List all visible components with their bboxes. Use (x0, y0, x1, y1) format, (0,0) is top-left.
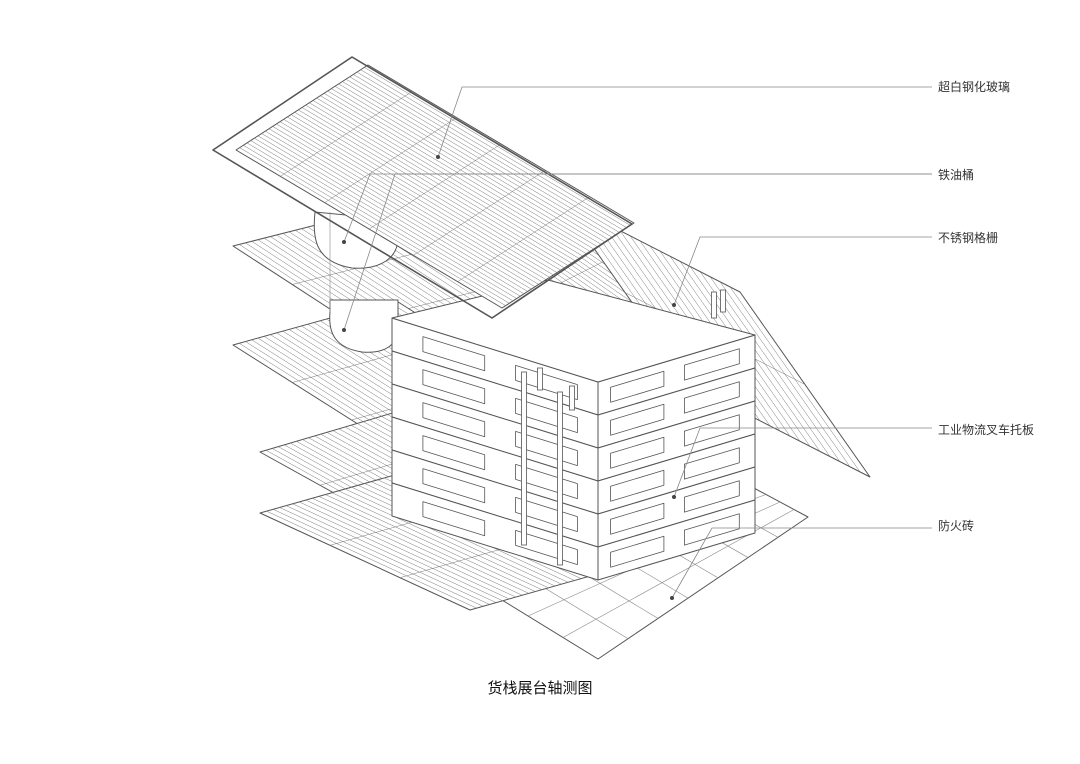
grating-bottom-left-slat (266, 510, 477, 609)
label-grating: 不锈钢格栅 (938, 231, 999, 245)
pallet-opening (610, 535, 665, 568)
leader-pallet-dot (672, 495, 676, 499)
pallet-opening (422, 336, 486, 372)
label-barrel: 铁油桶 (938, 168, 975, 182)
leader-barrel-dot (342, 240, 346, 244)
glass-grating (235, 64, 635, 309)
leader-lines (342, 86, 932, 600)
pipes (521, 289, 726, 566)
pallet-1 (391, 317, 756, 416)
leader-barrel-2 (343, 173, 932, 331)
glass-outline (212, 56, 633, 319)
label-brick: 防火砖 (938, 519, 975, 533)
grating-bottom-left-slat (279, 507, 490, 605)
pallet-6 (391, 482, 756, 581)
pallet-opening (684, 480, 740, 513)
grating-bottom-left-slat (305, 499, 516, 598)
grating-bottom-left-slat (292, 503, 503, 601)
grating-bottom-left-slat (299, 501, 510, 600)
grating-bottom-left-slat (318, 496, 529, 594)
pallet-opening (684, 381, 740, 414)
pallet-opening (422, 402, 486, 438)
glass-grating-bar (324, 117, 457, 203)
pipe (521, 371, 527, 546)
pallet-opening (422, 435, 486, 471)
glass-grating-bar (280, 91, 413, 177)
pallet-opening (684, 414, 740, 447)
pallet-opening (610, 436, 665, 469)
grating-bottom-left-slat (312, 498, 523, 596)
leader-grating-dot (672, 303, 676, 307)
leader-grating (673, 236, 932, 306)
pallet-3 (391, 383, 756, 482)
glass-grating-bar (457, 196, 590, 282)
pallet-opening (684, 513, 740, 546)
grating-bottom-left-slat (286, 505, 497, 603)
pallet-opening (684, 348, 740, 381)
pallet-opening (610, 370, 665, 403)
pallet-opening (610, 502, 665, 535)
pallet-opening (422, 468, 486, 504)
leader-pallet (673, 427, 932, 498)
grating-bottom-left-slat (325, 494, 536, 592)
leader-glass-dot (436, 155, 440, 159)
leader-brick-dot (670, 596, 674, 600)
pallet-opening (422, 501, 486, 537)
tempered-glass-panel (212, 56, 635, 319)
diagram-title: 货栈展台轴测图 (487, 679, 593, 697)
pallet-stack (391, 279, 756, 581)
pallet-4 (391, 416, 756, 515)
leader-brick (671, 527, 932, 599)
pallet-opening (422, 369, 486, 405)
label-glass: 超白钢化玻璃 (938, 80, 1011, 94)
pipe (537, 367, 543, 391)
glass-grating-bar (413, 170, 546, 256)
pipe (569, 385, 575, 411)
grating-bottom-left-slat (344, 488, 556, 587)
pipe (720, 289, 726, 313)
grating-bottom-left-slat (331, 492, 543, 590)
pallet-opening (610, 469, 665, 502)
grating-bottom-left-slat (272, 509, 484, 607)
leader-barrel-2-dot (342, 328, 346, 332)
pallet-opening (610, 403, 665, 436)
pipe (557, 391, 563, 566)
grating-bottom-left-slat (338, 490, 549, 589)
pallet-opening (684, 447, 740, 480)
pipe (711, 291, 717, 319)
leader-glass (437, 86, 932, 158)
pallet-5 (391, 449, 756, 548)
pallet-opening (515, 364, 578, 401)
pallet-right-face (597, 499, 756, 581)
label-pallet: 工业物流叉车托板 (938, 423, 1035, 437)
pallet-2 (391, 350, 756, 449)
glass-grating-bar (368, 143, 502, 230)
